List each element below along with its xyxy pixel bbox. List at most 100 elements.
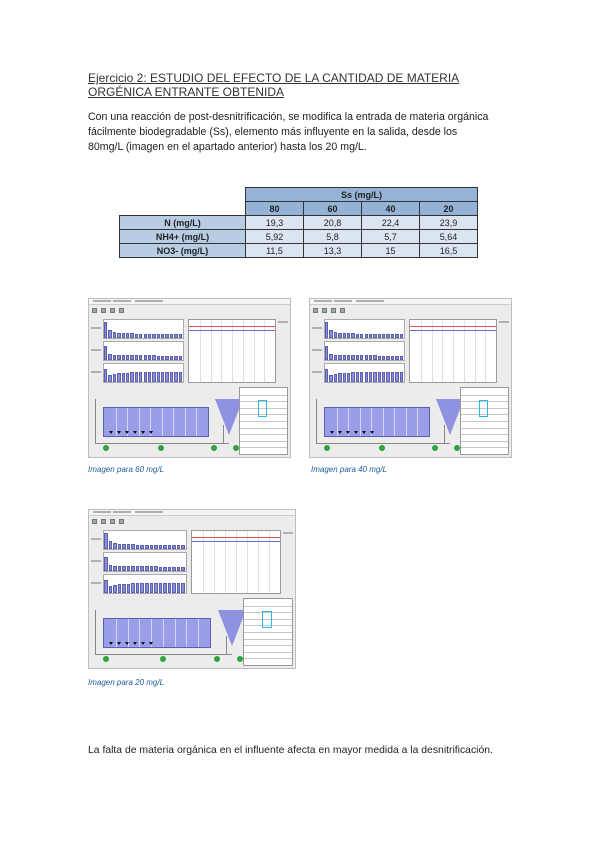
concentration-bar bbox=[156, 334, 161, 338]
concentration-bar bbox=[130, 333, 134, 338]
plot-gridline bbox=[242, 320, 244, 382]
aerator-marker bbox=[346, 431, 350, 434]
concentration-bar bbox=[399, 371, 403, 382]
panel-side-label bbox=[312, 349, 322, 351]
table-cell: 15 bbox=[361, 243, 420, 258]
concentration-bar bbox=[131, 544, 135, 549]
simulator-screenshot-40 bbox=[309, 298, 512, 458]
reactor-cell-divider bbox=[127, 408, 129, 436]
conclusion-text: La falta de materia orgánica en el influ… bbox=[88, 745, 493, 756]
concentration-bar bbox=[140, 566, 144, 571]
results-row-divider bbox=[240, 421, 287, 422]
toolbar-icon bbox=[92, 308, 97, 313]
aerator-marker bbox=[109, 431, 113, 434]
time-series-plot bbox=[191, 530, 281, 594]
concentration-bar bbox=[108, 329, 112, 338]
concentration-bar bbox=[139, 333, 143, 338]
concentration-bar bbox=[117, 373, 121, 382]
highlight-box bbox=[478, 399, 489, 418]
table-row: NO3- (mg/L) 11,5 13,3 15 16,5 bbox=[119, 243, 478, 258]
results-row-divider bbox=[240, 407, 287, 409]
plot-gridline bbox=[420, 320, 422, 382]
concentration-bar bbox=[181, 582, 185, 593]
concentration-bar bbox=[104, 345, 108, 360]
plot-gridline bbox=[269, 531, 270, 593]
concentration-bar bbox=[147, 355, 152, 360]
concentration-bar-panel bbox=[324, 341, 405, 361]
results-row-divider bbox=[240, 447, 287, 449]
intro-line-3: 80mg/L (imagen en el apartado anterior) … bbox=[88, 141, 367, 153]
exercise-heading: Ejercicio 2: ESTUDIO DEL EFECTO DE LA CA… bbox=[88, 71, 488, 99]
simulator-screenshot-20 bbox=[88, 509, 296, 669]
reactor-cell-divider bbox=[336, 408, 338, 436]
concentration-bar-panel bbox=[103, 530, 187, 550]
concentration-bar bbox=[125, 333, 130, 338]
table-cell: 5,64 bbox=[419, 229, 478, 244]
concentration-bar bbox=[165, 334, 169, 338]
concentration-bar bbox=[122, 565, 126, 571]
concentration-bar bbox=[338, 373, 342, 382]
concentration-bar bbox=[342, 332, 346, 338]
toolbar-icon bbox=[331, 308, 336, 313]
panel-side-label bbox=[312, 371, 322, 373]
concentration-bar bbox=[117, 543, 122, 549]
clarifier-cone bbox=[218, 610, 246, 646]
plot-gridline bbox=[247, 531, 248, 593]
results-table: Ss (mg/L) 80 60 40 20 N (mg/L) 19,3 20,8… bbox=[119, 187, 478, 258]
heading-line-1: Ejercicio 2: ESTUDIO DEL EFECTO DE LA CA… bbox=[88, 71, 460, 85]
plot-gridline bbox=[253, 320, 255, 382]
menu-bar bbox=[310, 299, 511, 305]
toolbar-icon bbox=[313, 308, 318, 313]
concentration-bar bbox=[364, 372, 368, 382]
plot-gridline bbox=[474, 320, 476, 382]
concentration-bar bbox=[355, 333, 360, 338]
concentration-bar bbox=[172, 582, 176, 593]
status-light-icon bbox=[379, 445, 385, 451]
reactor-cell-divider bbox=[196, 408, 198, 436]
results-row-divider bbox=[244, 612, 292, 614]
concentration-bar bbox=[161, 334, 165, 338]
results-panel bbox=[239, 387, 288, 455]
concentration-bar bbox=[329, 329, 333, 338]
reactor-cell-divider bbox=[115, 408, 117, 436]
concentration-bar bbox=[117, 584, 122, 593]
results-row-divider bbox=[461, 414, 508, 416]
menu-bar bbox=[89, 299, 290, 305]
toolbar-icon bbox=[110, 519, 115, 524]
concentration-bar bbox=[121, 373, 125, 382]
concentration-bar bbox=[172, 566, 176, 571]
plot-line-blue bbox=[189, 329, 275, 331]
reactor-cell-divider bbox=[359, 408, 361, 436]
concentration-bar bbox=[104, 532, 108, 549]
table-column-header: 80 bbox=[245, 201, 304, 216]
reactor-cell-divider bbox=[371, 408, 373, 436]
results-row-divider bbox=[244, 605, 292, 607]
table-row-label: NH4+ (mg/L) bbox=[119, 229, 246, 244]
concentration-bar bbox=[346, 355, 351, 360]
heading-line-2: ORGÉNICA ENTRANTE OBTENIDA bbox=[88, 85, 285, 99]
plot-line-red bbox=[410, 326, 496, 328]
reactor-cell-divider bbox=[150, 408, 152, 436]
concentration-bar bbox=[174, 355, 178, 360]
menu-item-placeholder bbox=[135, 511, 163, 513]
concentration-bar bbox=[342, 354, 346, 360]
concentration-bar-panel bbox=[103, 552, 187, 572]
concentration-bar bbox=[176, 582, 181, 593]
concentration-bar bbox=[176, 545, 181, 549]
concentration-bar bbox=[174, 334, 178, 338]
concentration-bar bbox=[178, 371, 182, 382]
aerator-marker bbox=[362, 431, 366, 434]
concentration-bar bbox=[178, 334, 182, 338]
aerator-marker bbox=[149, 431, 153, 434]
results-row-divider bbox=[461, 401, 508, 403]
table-column-header: 40 bbox=[361, 201, 420, 216]
concentration-bar bbox=[108, 585, 113, 593]
plot-axis-label bbox=[278, 321, 288, 323]
concentration-bar bbox=[158, 566, 163, 571]
concentration-bar bbox=[351, 372, 355, 382]
menu-item-placeholder bbox=[135, 300, 163, 302]
concentration-bar bbox=[161, 355, 165, 360]
concentration-bar bbox=[399, 334, 403, 338]
reactor-cell-divider bbox=[184, 408, 186, 436]
concentration-bar bbox=[161, 371, 165, 382]
